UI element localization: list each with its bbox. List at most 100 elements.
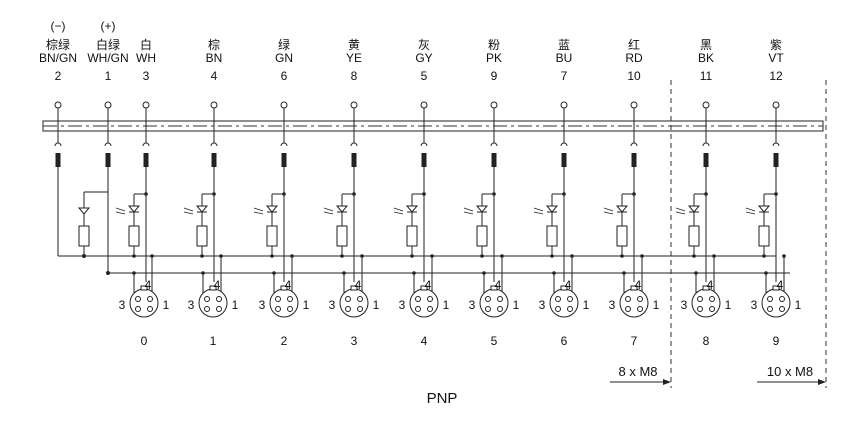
led-symbol — [475, 205, 489, 213]
signal-branch — [323, 167, 356, 282]
pin-label-left: 3 — [259, 298, 266, 312]
signal-branch — [183, 167, 216, 282]
pin-label-left: 3 — [399, 298, 406, 312]
wire-pin-number: 12 — [769, 69, 783, 83]
wire-color-cn: 灰 — [418, 38, 430, 52]
pin-label-left: 3 — [609, 298, 616, 312]
terminal-circle — [104, 101, 112, 109]
pin-socket — [415, 296, 421, 302]
junction-dot — [282, 192, 286, 196]
wire-color-cn: 黄 — [348, 38, 360, 52]
junction-dot — [762, 254, 766, 258]
pin-label-right: 1 — [232, 298, 239, 312]
wire-color-cn: 紫 — [770, 38, 782, 52]
light-arrow — [463, 211, 474, 215]
terminal-circle — [772, 101, 780, 109]
pin-label-left: 3 — [751, 298, 758, 312]
pin-socket — [567, 306, 573, 312]
light-arrow — [393, 207, 404, 212]
led-symbol — [265, 205, 279, 213]
signal-branch — [533, 167, 566, 282]
terminal-circle — [210, 101, 218, 109]
crimp-hook — [702, 142, 710, 147]
wire-color-code: WH/GN — [87, 51, 128, 65]
pin-socket — [287, 306, 293, 312]
pin-label-left: 3 — [681, 298, 688, 312]
pin-socket — [427, 296, 433, 302]
light-arrow — [183, 207, 194, 212]
bracket-8-arrowhead — [663, 379, 671, 385]
connector-body — [269, 288, 299, 318]
wire-color-cn: 白 — [140, 37, 152, 52]
terminal-circle — [142, 101, 150, 109]
junction-dot — [632, 192, 636, 196]
led-symbol — [757, 205, 771, 213]
light-arrow — [745, 207, 756, 212]
light-arrow — [533, 207, 544, 212]
connector-index: 5 — [491, 334, 498, 348]
junction-dot — [480, 254, 484, 258]
led-symbol — [405, 205, 419, 213]
pin-socket — [767, 306, 773, 312]
junction-dot — [422, 192, 426, 196]
wire-pin-number: 7 — [561, 69, 568, 83]
pin-label-left: 3 — [119, 298, 126, 312]
pin-label-right: 1 — [443, 298, 450, 312]
junction-dot — [106, 271, 110, 275]
connector-key — [280, 285, 288, 291]
connector-body — [691, 288, 721, 318]
resistor — [78, 225, 90, 247]
junction-dot — [270, 254, 274, 258]
terminal-circle — [630, 101, 638, 109]
pin-socket — [485, 296, 491, 302]
pin-socket — [697, 306, 703, 312]
wire-color-cn: 白绿 — [96, 37, 120, 52]
signal-branch — [253, 167, 286, 282]
connector-key — [420, 285, 428, 291]
wire-color-cn: 棕 — [208, 37, 220, 52]
ferrule-mark — [561, 153, 567, 167]
pin-socket — [357, 306, 363, 312]
junction-dot — [640, 254, 644, 258]
resistor — [688, 225, 700, 247]
crimp-hook — [420, 142, 428, 147]
pin-socket — [779, 306, 785, 312]
pin-label-right: 1 — [795, 298, 802, 312]
pin-socket — [287, 296, 293, 302]
led-symbol — [545, 205, 559, 213]
wire-pin-number: 1 — [105, 69, 112, 83]
pin-label-top: 4 — [355, 278, 362, 292]
pin-socket — [555, 306, 561, 312]
pin-socket — [275, 306, 281, 312]
terminal-circle — [54, 101, 62, 109]
crimp-hook — [210, 142, 218, 147]
connector-body — [129, 288, 159, 318]
wire-color-code: BK — [698, 51, 714, 65]
signal-branch — [603, 167, 636, 282]
pin-socket — [345, 306, 351, 312]
junction-dot — [692, 254, 696, 258]
pin-label-left: 3 — [329, 298, 336, 312]
ferrule-mark — [281, 153, 287, 167]
junction-dot — [764, 271, 768, 275]
light-arrow — [675, 211, 686, 215]
connector-index: 4 — [421, 334, 428, 348]
light-arrow — [115, 211, 126, 215]
crimp-hook — [104, 142, 112, 147]
pin-socket — [625, 296, 631, 302]
pin-socket — [555, 296, 561, 302]
pin-label-left: 3 — [539, 298, 546, 312]
pin-socket — [497, 296, 503, 302]
signal-branch — [675, 167, 708, 282]
pin-socket — [357, 296, 363, 302]
connector-body — [619, 288, 649, 318]
crimp-hook — [630, 142, 638, 147]
ferrule-mark — [105, 153, 111, 167]
